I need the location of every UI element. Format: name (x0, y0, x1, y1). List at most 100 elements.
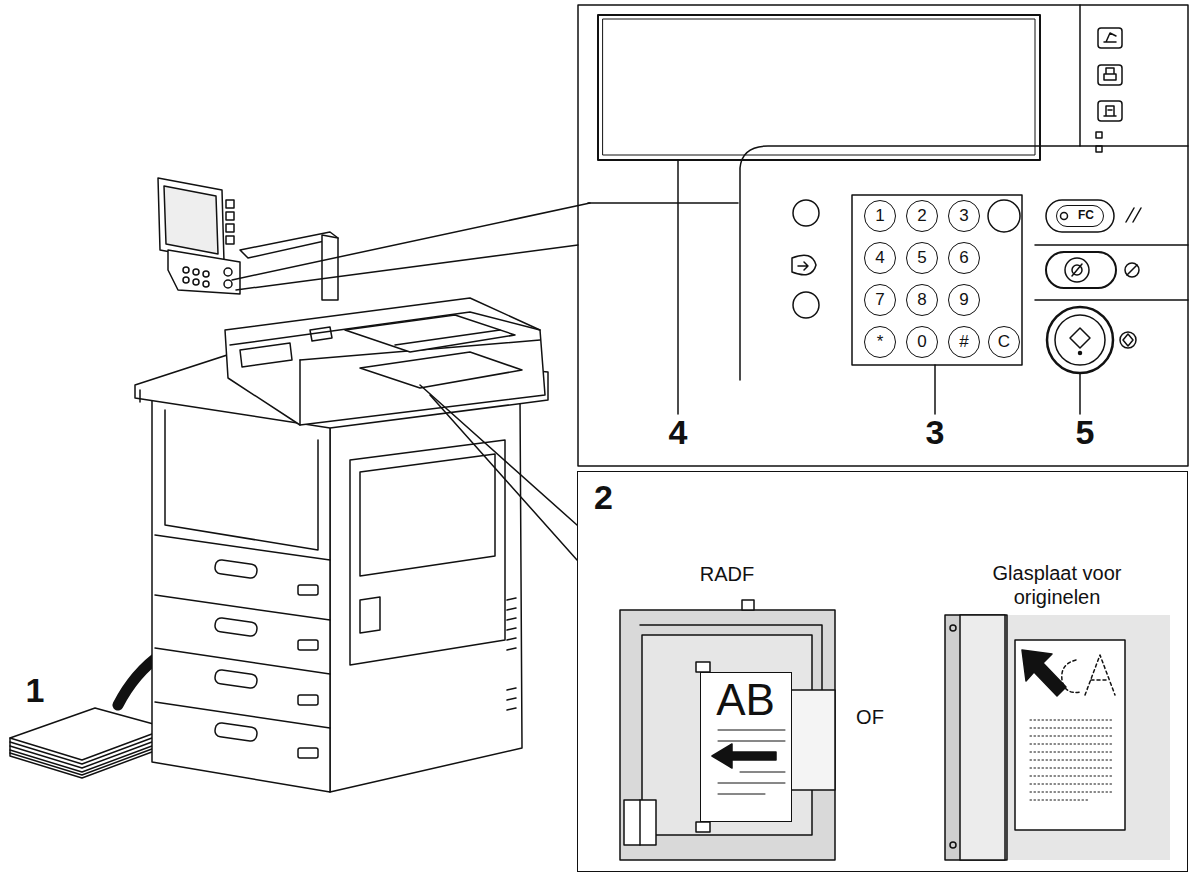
mode-icons (1098, 65, 1122, 85)
control-panel-arm (226, 224, 234, 232)
radf-illustration (718, 783, 785, 784)
platen-glass-illustration (950, 842, 956, 848)
platen-glass-illustration (1030, 800, 1090, 801)
radf-illustration (642, 635, 812, 835)
keypad-key: 9 (948, 284, 980, 316)
panel-buttons (1061, 213, 1068, 220)
leader-line (430, 395, 577, 560)
callout-leader (934, 365, 936, 414)
callout-number: 1 (0, 672, 95, 709)
key-digit: 6 (959, 248, 968, 268)
platen-glass-illustration (1030, 752, 1112, 753)
copier-body (507, 688, 516, 690)
copier-body (152, 398, 330, 792)
radf-illustration (620, 600, 835, 860)
key-digit: 8 (917, 290, 926, 310)
keypad-key: 2 (906, 200, 938, 232)
copier-body (155, 702, 330, 728)
platen-glass-illustration (945, 615, 1170, 860)
control-panel-arm (164, 186, 218, 254)
copier-body (214, 669, 258, 689)
platen-glass-illustration (1030, 760, 1112, 761)
panel-buttons (793, 292, 819, 318)
panel-inset (740, 5, 1080, 380)
paper-stack (10, 732, 168, 764)
copier-body (298, 640, 318, 650)
key-digit: 1 (875, 206, 884, 226)
leader-line (232, 203, 590, 280)
panel-inset (1035, 244, 1188, 246)
keypad-key: 4 (864, 242, 896, 274)
panel-buttons (1079, 352, 1082, 355)
radf-illustration (718, 730, 785, 731)
copier-body (507, 598, 516, 600)
mode-icons (1104, 33, 1116, 42)
panel-inset (578, 5, 1188, 466)
copier-body (298, 695, 318, 705)
panel-buttons (1072, 265, 1082, 275)
copier-body (507, 608, 516, 610)
copier-body (214, 559, 258, 579)
copier-body (214, 722, 258, 742)
platen-glass-illustration (1030, 768, 1112, 769)
key-digit: 4 (875, 248, 884, 268)
keypad-key: 0 (906, 326, 938, 358)
platen-glass-illustration (1030, 720, 1112, 721)
control-panel-arm (193, 279, 199, 285)
panel-buttons (792, 255, 816, 275)
copier-body (165, 410, 318, 550)
radf-illustration (712, 744, 776, 768)
drawing-part (10, 5, 1188, 860)
panel-buttons (1125, 263, 1139, 277)
control-panel-arm (226, 212, 234, 220)
key-digit: * (877, 332, 884, 352)
keypad-key: 3 (948, 200, 980, 232)
control-panel-arm (226, 200, 234, 208)
copier-body (298, 585, 318, 595)
sheet-text: AB (701, 675, 791, 726)
control-panel-arm (183, 277, 189, 283)
panel-buttons (852, 195, 1022, 365)
control-panel-arm (203, 281, 209, 287)
mode-icons (1104, 68, 1116, 80)
copier-body (350, 440, 505, 665)
document-feeder (395, 330, 500, 345)
document-feeder (240, 343, 292, 367)
panel-buttons (1047, 307, 1113, 373)
copier-body (298, 748, 318, 758)
panel-buttons (1065, 258, 1089, 282)
control-panel-arm (226, 236, 234, 244)
copier-body (139, 390, 141, 402)
panel-buttons (1120, 332, 1136, 348)
copier-body (155, 595, 330, 620)
platen-glass-illustration (1022, 650, 1066, 696)
panel-buttons (1070, 328, 1090, 348)
control-panel-arm (203, 271, 209, 277)
platen-glass-illustration (1015, 640, 1125, 830)
control-panel-arm (193, 269, 199, 275)
copier-body (155, 648, 330, 674)
platen-glass-illustration (1030, 776, 1112, 777)
leader-line (420, 385, 577, 525)
panel-buttons (1072, 264, 1082, 276)
control-panel-arm (183, 267, 189, 273)
original-sheet: AB (700, 672, 792, 822)
copier-body (360, 454, 495, 576)
platen-glass-illustration (950, 625, 956, 631)
mode-icons (1098, 101, 1122, 121)
panel-heading: RADF (620, 563, 835, 586)
keypad-key: 1 (864, 200, 896, 232)
key-digit: 3 (959, 206, 968, 226)
fc-button: FC (1056, 205, 1104, 227)
panel-buttons (792, 195, 1141, 373)
document-feeder (310, 327, 332, 341)
keypad-key: 8 (906, 284, 938, 316)
callout-number: 2 (594, 478, 634, 517)
radf-illustration (620, 610, 835, 860)
platen-glass-illustration (945, 615, 1170, 860)
control-panel-arm (168, 250, 240, 294)
keypad-key: 5 (906, 242, 938, 274)
copier-body (507, 648, 516, 650)
key-digit: # (959, 332, 968, 352)
leader-line (236, 245, 578, 290)
